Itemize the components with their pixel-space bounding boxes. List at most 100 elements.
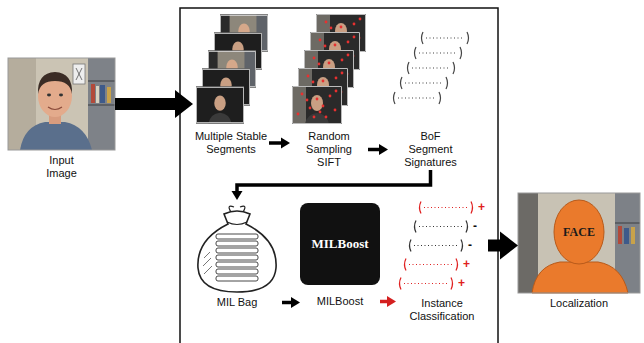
row-spacer [396,226,473,227]
mil-bag [216,234,258,239]
input-photo [48,107,62,110]
instance-signatures [400,278,453,290]
localization-photo [631,227,635,244]
stage-label: MIL Bag [192,296,282,309]
flow-arrow [282,297,300,308]
segment-stack [196,87,244,123]
bof-signatures [394,32,469,104]
bof-signatures [398,97,436,98]
arrow-shaft [368,148,380,152]
localization-photo [518,193,640,293]
flow-arrow [488,232,518,260]
instance-signatures [424,207,468,208]
stage-label: MILBoost [300,295,380,308]
box-title: MILBoost [311,236,368,252]
input-photo [100,85,105,103]
arrow-head [232,191,243,200]
stage-label: Input Image [36,154,88,180]
input-photo [91,84,95,103]
instance-signatures [415,221,468,233]
bof-signatures [426,37,464,38]
instance-signatures [414,245,458,246]
arrow-shaft [282,301,292,305]
flow-arrow [115,90,193,118]
pipeline-frame [180,8,498,343]
arrow-shaft [237,170,431,192]
instance-signatures [419,226,463,227]
arrow-head [387,296,396,307]
row-spacer [396,245,468,246]
instance-signatures [410,240,463,252]
instance-signatures [420,202,473,214]
class-sign: - [468,236,472,255]
localization-photo [615,222,640,224]
signature-row: + [396,274,488,293]
stage-label: Instance Classification [396,297,488,323]
class-sign: + [463,255,470,274]
node-picture: FACE [518,193,640,293]
input-photo [8,58,115,150]
signature-row: - [396,217,488,236]
signature-row: - [396,236,488,255]
localization-photo [518,193,538,293]
input-photo [20,122,92,150]
input-photo [88,58,115,150]
bof-signatures [419,52,457,53]
input-photo [96,86,99,103]
signature-row: + [396,255,488,274]
mil-bag [216,241,258,246]
row-spacer [396,283,458,284]
node-picture [388,12,473,124]
mil-bag [198,206,276,292]
sift-stack [292,86,342,124]
milboost-box: MILBoostMILBoost [300,203,380,308]
node-picture: +--++ [396,198,488,293]
mil-bag [216,269,258,274]
bof-signatures [401,77,448,89]
mil-bag [216,255,258,260]
row-spacer [396,264,463,265]
mil-bag [227,222,247,225]
bof-signatures [415,47,462,59]
bof-signatures [394,92,441,104]
bof-signatures [422,32,469,44]
mil-bag [203,252,212,274]
mil-bag [216,248,258,253]
arrow-head [379,144,388,155]
arrow-head [500,232,518,260]
bof-signatures [412,67,450,68]
stage-label: Random Sampling SIFT [302,130,357,169]
input-image: Input Image [8,58,115,180]
segments-stage: Multiple Stable Segments [193,12,269,156]
instance-signatures [409,264,453,265]
localization-photo [518,193,640,293]
mil-bag: MIL Bag [192,200,282,309]
input-photo [76,68,82,80]
bof-stage: BoF Segment Signatures [388,12,473,169]
localization-photo [518,193,640,293]
input-photo [8,58,115,150]
bof-signatures [408,62,455,74]
localization-photo [532,262,628,293]
pipeline-frame [180,8,498,343]
node-picture: MILBoost [300,203,380,285]
overlay-label: FACE [518,193,640,240]
input-photo [59,94,63,97]
instance-signatures [404,283,448,284]
bof-signatures [405,82,443,83]
mil-bag [229,206,245,212]
arrow-shaft [269,141,282,145]
node-picture [8,58,115,150]
instance-classification: +--++ Instance Classification [396,198,488,323]
flow-arrow [368,144,388,155]
arrow-head [291,297,300,308]
input-photo [47,94,51,97]
arrow-shaft [115,98,176,110]
mil-bag [216,276,258,281]
localization-photo [618,226,622,244]
flow-arrow [232,170,431,200]
stage-label: Multiple Stable Segments [193,130,269,156]
